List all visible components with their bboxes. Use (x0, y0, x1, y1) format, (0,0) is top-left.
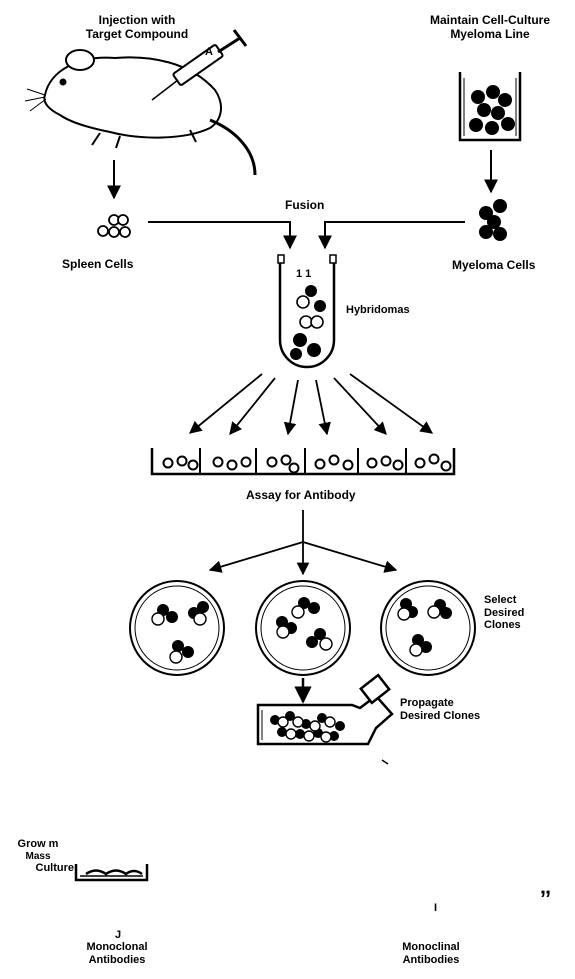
right-scribble: ˮ (540, 886, 551, 911)
myeloma-cells-label: Myeloma Cells (452, 258, 536, 272)
myeloma-cells-icon (479, 199, 507, 241)
syringe-mark: A (205, 46, 213, 58)
spleen-cells-label: Spleen Cells (62, 257, 134, 271)
injection-label-line1: Injection with (98, 13, 176, 27)
right-mark: I (434, 902, 438, 914)
fan-arrows (189, 373, 434, 436)
propagate-label-line1: Propagate (400, 697, 454, 709)
fusion-label: Fusion (285, 198, 325, 212)
injection-label: Injection with Target Compound (62, 13, 212, 42)
maintain-label: Maintain Cell-Culture Myeloma Line (406, 13, 574, 42)
syringe-icon (151, 29, 248, 101)
select-label-line3: Clones (484, 619, 521, 632)
select-label-line1: Select (484, 594, 517, 606)
grow-label-line2: Mass (25, 850, 51, 862)
stray-mark (381, 759, 389, 765)
dish-left (129, 580, 225, 676)
grow-label-line1: Grow m (17, 838, 59, 850)
monoclonal-left-line2: Antibodies (88, 953, 146, 966)
select-label: Select Desired Clones (484, 594, 524, 632)
injection-label-line2: Target Compound (85, 26, 189, 41)
propagate-label-line2: Desired Clones (400, 709, 481, 722)
propagate-label: Propagate Desired Clones (400, 697, 480, 722)
fusion-line-right (318, 221, 465, 250)
dish-right (380, 580, 476, 676)
grow-label-line3: Culture (35, 862, 75, 875)
culture-flask-icon (458, 72, 522, 142)
monoclonal-left-line1: Monoclonal (86, 941, 148, 953)
monoclinal-right-label: Monoclinal Antibodies (366, 941, 496, 966)
assay-label: Assay for Antibody (246, 488, 356, 502)
tube-marks: 1 1 (296, 268, 312, 280)
culture-bottle (256, 673, 394, 746)
monoclinal-right-line1: Monoclinal (402, 941, 460, 953)
hybridomas-label: Hybridomas (346, 304, 410, 316)
mouse-illustration (24, 49, 257, 176)
grow-label: Grow m Mass Culture (2, 838, 74, 875)
monoclonal-left-label: Monoclonal Antibodies (52, 941, 182, 966)
maintain-label-line2: Myeloma Line (450, 26, 530, 41)
mass-culture-vessel (74, 864, 149, 882)
spleen-cells-icon (97, 214, 131, 238)
fusion-line-left (148, 221, 297, 250)
maintain-label-line1: Maintain Cell-Culture (429, 13, 550, 27)
monoclinal-right-line2: Antibodies (402, 953, 460, 966)
left-mark: J (115, 929, 122, 941)
select-label-line2: Desired (484, 606, 525, 619)
hybridoma-tube (277, 254, 337, 369)
well-plate (150, 448, 456, 476)
dish-middle (255, 580, 351, 676)
branch-arrows (208, 510, 398, 576)
